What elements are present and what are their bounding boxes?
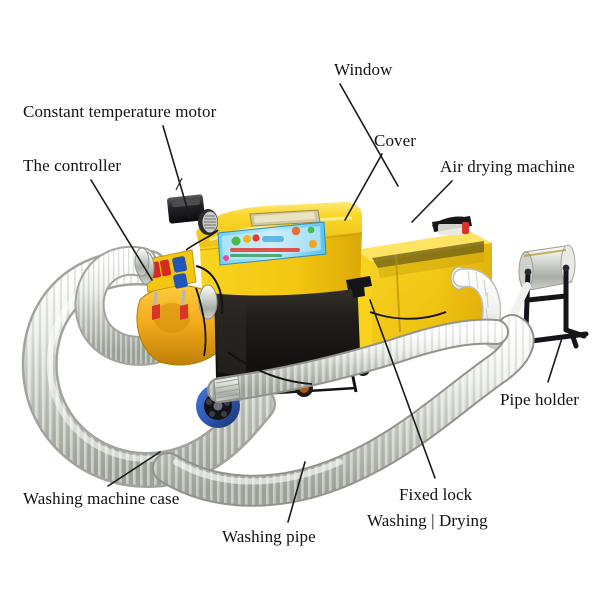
label-constant-temperature-motor[interactable]: Constant temperature motor (23, 102, 217, 121)
label-washing-machine-case[interactable]: Washing machine case (23, 489, 180, 508)
fixed-lock-clips (346, 276, 372, 298)
label-fixed-lock[interactable]: Fixed lock (399, 485, 473, 504)
machine-cover (196, 202, 372, 298)
label-air-drying-machine[interactable]: Air drying machine (440, 157, 575, 176)
label-washing-drying-mode[interactable]: Washing | Drying (367, 511, 488, 530)
label-window[interactable]: Window (334, 60, 393, 79)
label-the-controller[interactable]: The controller (23, 156, 122, 175)
hose-threaded-end (213, 375, 241, 403)
constant-temperature-motor (167, 177, 218, 235)
controller-panel (143, 229, 224, 320)
label-washing-pipe[interactable]: Washing pipe (222, 527, 316, 546)
pipe-holder-stand (502, 244, 589, 355)
brand-sticker (217, 221, 327, 266)
label-pipe-holder[interactable]: Pipe holder (500, 390, 580, 409)
